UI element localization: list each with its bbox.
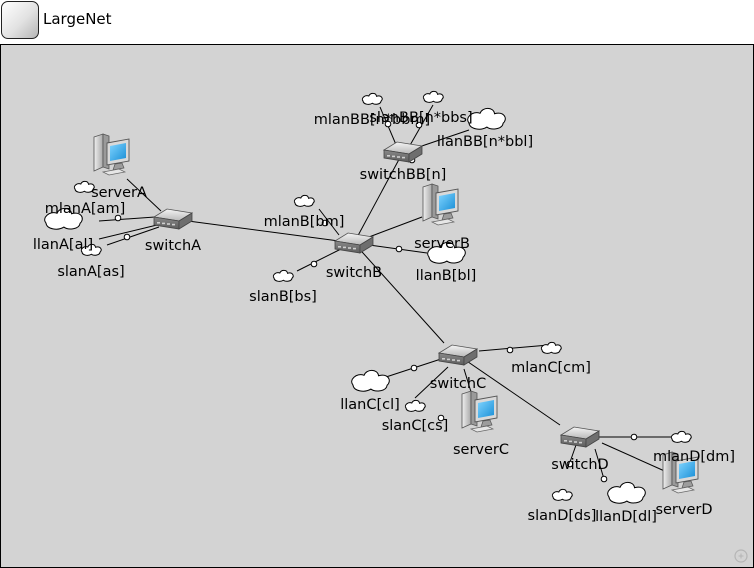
- mlanBB-label: mlanBB[n*bbm]: [314, 112, 430, 128]
- port-marker-4: [395, 245, 403, 253]
- slanBB-label: slanBB[n*bbs]: [369, 110, 472, 126]
- link-line-2: [353, 242, 445, 344]
- llanB-label: llanB[bl]: [416, 268, 477, 284]
- llanB-cloud-icon[interactable]: [427, 241, 466, 264]
- serverD-server-icon[interactable]: [662, 451, 699, 494]
- nodes-layer: [44, 90, 699, 504]
- module-icon[interactable]: [1, 1, 39, 39]
- link-line-10: [368, 216, 423, 238]
- module-header: LargeNet: [0, 0, 754, 44]
- zoom-indicator-icon[interactable]: [734, 549, 748, 563]
- slanD-cloud-icon[interactable]: [551, 488, 573, 501]
- llanC-label: llanC[cl]: [340, 397, 400, 413]
- llanBB-label: llanBB[n*bbl]: [437, 134, 533, 150]
- link-line-23: [594, 448, 605, 480]
- link-line-16: [478, 344, 550, 352]
- port-marker-12: [566, 460, 574, 468]
- switchA-label: switchA: [145, 238, 201, 254]
- mlanA-label: mlanA[am]: [45, 201, 125, 217]
- slanA-label: slanA[as]: [57, 264, 124, 280]
- link-line-9: [296, 248, 342, 272]
- link-line-21: [601, 442, 670, 474]
- link-line-5: [98, 216, 156, 222]
- llanC-cloud-icon[interactable]: [351, 369, 390, 392]
- serverA-label: serverA: [91, 185, 147, 201]
- link-line-4: [126, 178, 162, 212]
- switchC-label: switchC: [430, 376, 486, 392]
- port-marker-5: [384, 120, 392, 128]
- port-marker-1: [123, 233, 131, 241]
- serverC-server-icon[interactable]: [461, 390, 498, 433]
- switchA-switch-icon[interactable]: [152, 208, 194, 230]
- switchBB-label: switchBB[n]: [360, 167, 447, 183]
- port-marker-8: [506, 346, 514, 354]
- slanD-label: slanD[ds]: [528, 508, 597, 524]
- serverB-label: serverB: [414, 236, 470, 252]
- link-line-3: [457, 354, 561, 426]
- switchB-label: switchB: [326, 265, 382, 281]
- switchC-switch-icon[interactable]: [437, 344, 479, 366]
- port-marker-2: [321, 219, 329, 227]
- llanA-cloud-icon[interactable]: [44, 207, 83, 230]
- slanBB-cloud-icon[interactable]: [422, 90, 444, 103]
- slanC-cloud-icon[interactable]: [404, 399, 426, 412]
- port-marker-11: [630, 433, 638, 441]
- port-marker-9: [410, 364, 418, 372]
- llanA-label: llanA[al]: [33, 237, 93, 253]
- link-line-7: [106, 226, 160, 246]
- mlanD-label: mlanD[dm]: [653, 449, 735, 465]
- serverD-label: serverD: [655, 502, 712, 518]
- link-line-18: [414, 366, 449, 399]
- mlanC-cloud-icon[interactable]: [540, 341, 562, 354]
- mlanBB-cloud-icon[interactable]: [361, 92, 383, 105]
- link-line-6: [98, 224, 158, 240]
- slanC-label: slanC[cs]: [382, 418, 449, 434]
- mlanC-label: mlanC[cm]: [511, 360, 591, 376]
- link-line-0: [172, 218, 355, 244]
- mlanB-cloud-icon[interactable]: [293, 194, 315, 207]
- mlanA-cloud-icon[interactable]: [73, 180, 95, 193]
- switchB-switch-icon[interactable]: [333, 232, 375, 254]
- slanA-cloud-icon[interactable]: [80, 243, 102, 256]
- network-title: LargeNet: [43, 10, 112, 28]
- slanB-label: slanB[bs]: [249, 289, 317, 305]
- switchD-label: switchD: [551, 457, 608, 473]
- port-marker-6: [415, 121, 423, 129]
- llanD-cloud-icon[interactable]: [607, 481, 646, 504]
- mlanB-label: mlanB[bm]: [264, 214, 345, 230]
- serverB-server-icon[interactable]: [422, 183, 459, 226]
- switchD-switch-icon[interactable]: [559, 426, 601, 448]
- link-line-8: [318, 208, 340, 236]
- llanD-label: llanD[dl]: [595, 509, 657, 525]
- slanB-cloud-icon[interactable]: [272, 269, 294, 282]
- link-line-1: [353, 151, 404, 244]
- port-marker-0: [114, 214, 122, 222]
- port-marker-10: [437, 414, 445, 422]
- serverC-label: serverC: [453, 442, 509, 458]
- switchBB-switch-icon[interactable]: [382, 141, 424, 163]
- serverA-server-icon[interactable]: [93, 133, 130, 176]
- llanBB-cloud-icon[interactable]: [467, 107, 506, 130]
- mlanD-cloud-icon[interactable]: [670, 430, 692, 443]
- port-marker-13: [600, 475, 608, 483]
- port-marker-3: [310, 260, 318, 268]
